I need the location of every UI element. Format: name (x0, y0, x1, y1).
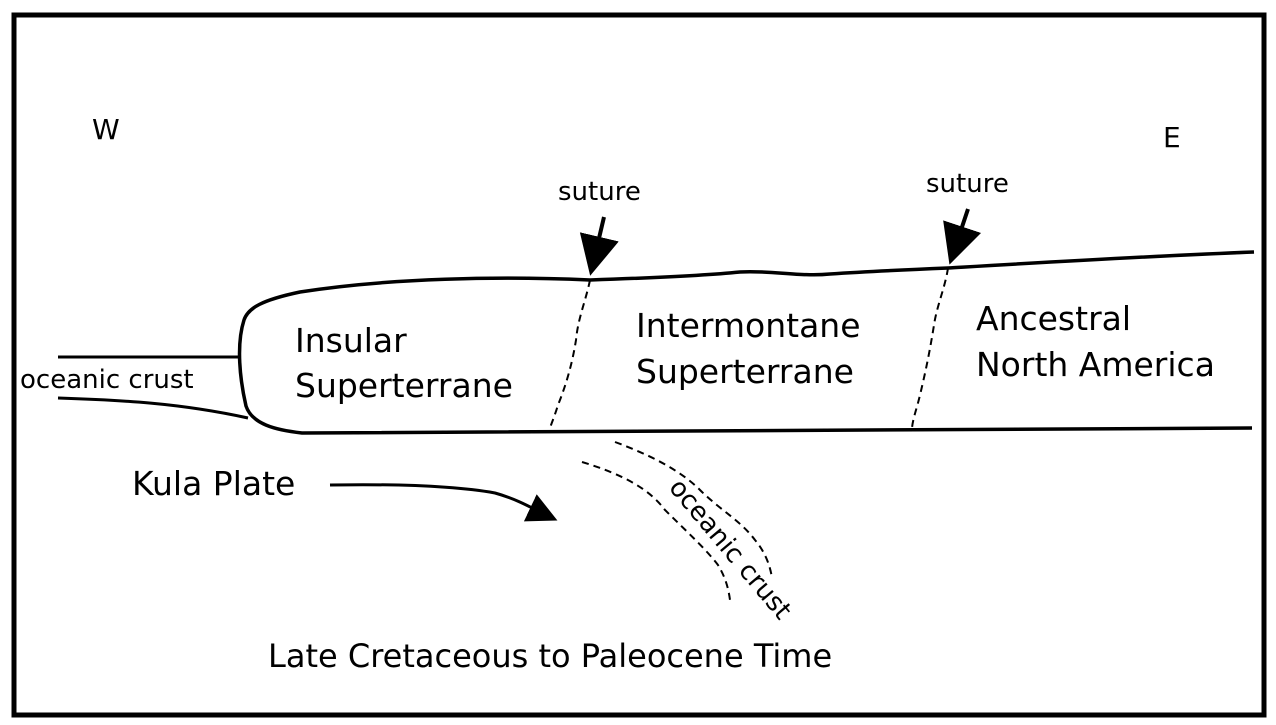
left-oceanic-crust-bottom-edge (58, 398, 248, 418)
subducting-oceanic-crust-label: oceanic crust (663, 473, 798, 625)
ancestral-north-america-label-line2: North America (976, 345, 1215, 384)
insular-superterrane-label: Insular (295, 321, 407, 360)
suture-line-east (912, 268, 948, 428)
insular-superterrane-label-line2: Superterrane (295, 366, 513, 405)
kula-plate-label: Kula Plate (132, 464, 295, 503)
suture-line-west (550, 280, 590, 428)
intermontane-superterrane-label-line2: Superterrane (636, 352, 854, 391)
suture-label-east: suture (926, 169, 1009, 199)
left-oceanic-crust-label: oceanic crust (20, 365, 194, 395)
intermontane-superterrane-label: Intermontane (636, 306, 861, 345)
suture-arrow-east (952, 209, 968, 257)
figure-caption: Late Cretaceous to Paleocene Time (268, 637, 832, 675)
west-label: W (92, 113, 120, 146)
kula-plate-arrow (330, 485, 552, 518)
east-label: E (1163, 121, 1181, 154)
suture-arrow-west (592, 217, 604, 268)
suture-label-west: suture (558, 177, 641, 207)
ancestral-north-america-label: Ancestral (976, 299, 1131, 338)
